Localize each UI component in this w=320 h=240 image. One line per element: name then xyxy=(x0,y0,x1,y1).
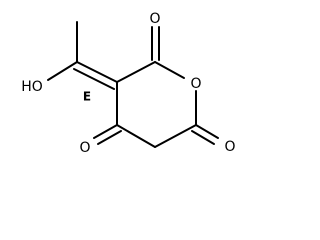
carbonyl-oxygen-bottom-right-label: O xyxy=(224,139,235,155)
ring-oxygen-label: O xyxy=(190,76,201,92)
bond-exocyclic-double-a xyxy=(76,61,118,83)
bond-carbonyl-right-b xyxy=(191,130,215,145)
bond-ring-c5-c4 xyxy=(116,124,156,148)
bond-ring-c3-c2 xyxy=(116,61,156,83)
molecule-structure: HO O O O O E xyxy=(21,11,235,156)
carbonyl-oxygen-bottom-left-label: O xyxy=(79,140,90,156)
carbonyl-oxygen-top-label: O xyxy=(149,11,160,27)
bond-exocyclic-double-b xyxy=(73,68,115,90)
stereo-descriptor-label: E xyxy=(83,90,91,104)
bond-carbonyl-left-b xyxy=(97,130,122,145)
bond-ring-c6-c5 xyxy=(154,124,197,148)
bond-ring-c2-o xyxy=(154,61,185,79)
bond-carbonyl-left-a xyxy=(93,124,118,139)
hydroxyl-oxygen-label: HO xyxy=(21,79,43,95)
bond-c-oh xyxy=(47,61,78,81)
bond-carbonyl-right-a xyxy=(195,124,219,139)
